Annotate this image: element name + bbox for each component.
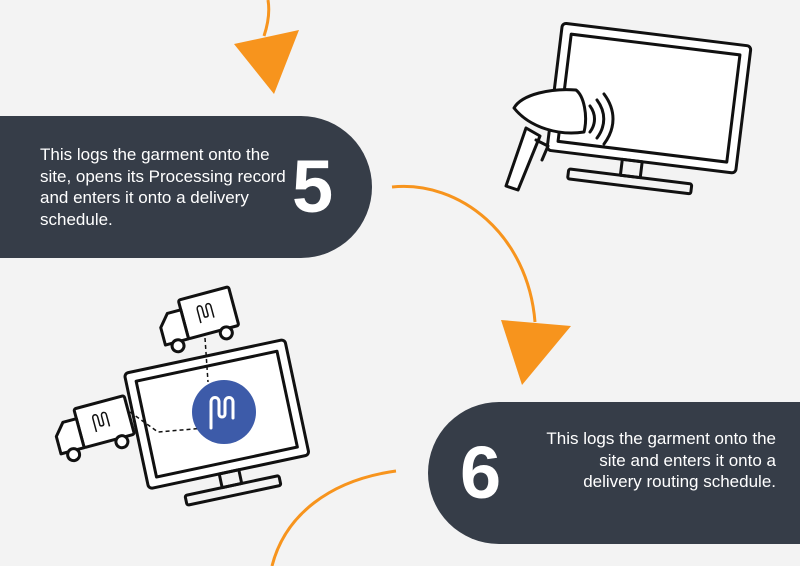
step-5-number: 5 (292, 145, 334, 228)
arrowhead-down-icon (501, 320, 571, 385)
connector-top (262, 0, 271, 37)
step-5-description: This logs the garment onto the site, ope… (40, 145, 286, 229)
step-6-number: 6 (460, 431, 502, 514)
step-6-description: This logs the garment onto the site and … (546, 429, 776, 491)
arrowhead-down-icon (234, 30, 299, 94)
step-5-panel: This logs the garment onto the site, ope… (0, 116, 372, 258)
connector-bottom (270, 469, 397, 566)
step-6-panel: 6 This logs the garment onto the site an… (428, 402, 800, 544)
connector-middle (391, 184, 537, 323)
